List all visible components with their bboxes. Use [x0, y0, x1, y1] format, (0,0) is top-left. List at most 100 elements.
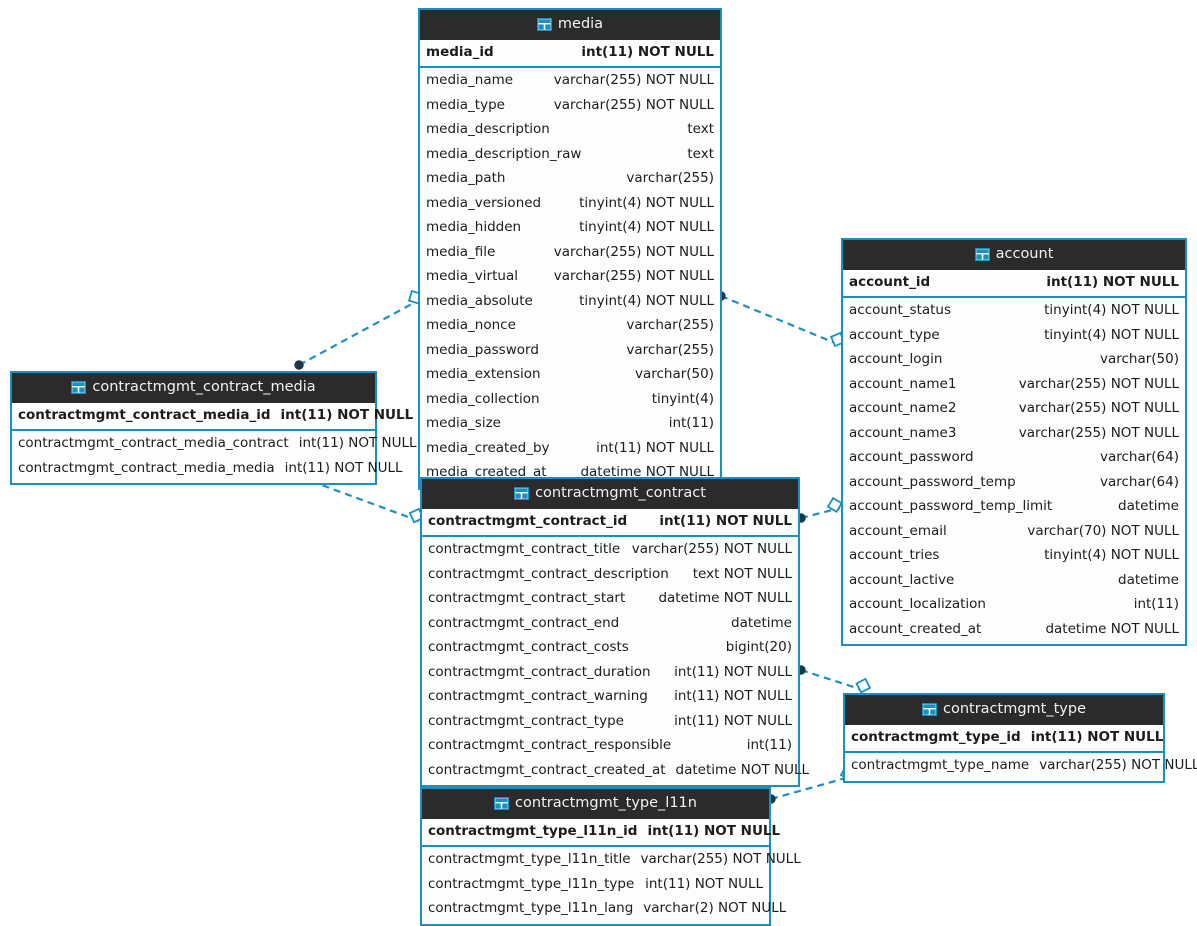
attribute-type: varchar(64)	[1099, 473, 1179, 490]
primary-key-name: contractmgmt_contract_media_id	[18, 406, 271, 423]
attribute-name: contractmgmt_contract_description	[428, 565, 669, 582]
attribute-type: int(11)	[668, 415, 714, 431]
attribute-name: media_name	[426, 72, 514, 88]
rel-contract-to-type[interactable]	[796, 665, 872, 694]
entity-header-contractmgmt_contract_media[interactable]: contractmgmt_contract_media	[12, 373, 375, 403]
attribute-type: varchar(255) NOT NULL	[631, 541, 792, 557]
attribute-name: contractmgmt_contract_media_media	[18, 459, 275, 476]
attribute-name: account_tries	[849, 547, 940, 563]
attribute-row[interactable]: account_name2 varchar(255) NOT NULL	[843, 397, 1185, 422]
relationship-line	[298, 298, 422, 366]
relationship-line	[800, 506, 841, 520]
entity-header-contractmgmt_contract[interactable]: contractmgmt_contract	[422, 479, 798, 509]
primary-key-type: int(11) NOT NULL	[647, 822, 781, 839]
rel-media-to-account[interactable]	[716, 291, 846, 348]
attribute-type: varchar(50)	[634, 366, 714, 382]
attribute-type: varchar(255) NOT NULL	[1018, 424, 1179, 441]
entity-header-contractmgmt_type_l11n[interactable]: contractmgmt_type_l11n	[422, 789, 769, 819]
rel-contract-to-account[interactable]	[796, 496, 843, 523]
relationship-dot-marker	[294, 360, 304, 370]
attribute-type: datetime NOT NULL	[658, 590, 792, 606]
attribute-row[interactable]: account_name3 varchar(255) NOT NULL	[843, 422, 1185, 447]
attribute-name: contractmgmt_type_l11n_title	[428, 851, 631, 867]
table-icon	[921, 702, 937, 716]
attribute-name: account_name3	[849, 424, 957, 441]
attribute-row[interactable]: contractmgmt_type_l11n_title varchar(255)…	[422, 848, 801, 873]
attribute-name: account_name2	[849, 400, 957, 416]
attribute-type: varchar(255) NOT NULL	[640, 851, 801, 867]
attribute-type: varchar(70) NOT NULL	[1027, 522, 1179, 539]
attribute-type: varchar(255) NOT NULL	[1018, 400, 1179, 416]
entity-title: media	[557, 16, 604, 32]
rel-contract-media-to-media[interactable]	[294, 289, 423, 370]
attribute-name: contractmgmt_type_l11n_lang	[428, 900, 634, 916]
attribute-name: media_created_by	[426, 439, 550, 456]
attribute-type: text NOT NULL	[692, 565, 792, 582]
entity-header-media[interactable]: media	[420, 10, 720, 40]
attribute-name: media_hidden	[426, 219, 522, 235]
attribute-type: datetime NOT NULL	[675, 761, 810, 778]
entity-header-account[interactable]: account	[843, 240, 1185, 270]
entity-header-contractmgmt_type[interactable]: contractmgmt_type	[845, 695, 1163, 725]
attribute-row[interactable]: contractmgmt_contract_description text NO…	[422, 563, 798, 588]
attribute-type: varchar(255)	[626, 170, 714, 186]
